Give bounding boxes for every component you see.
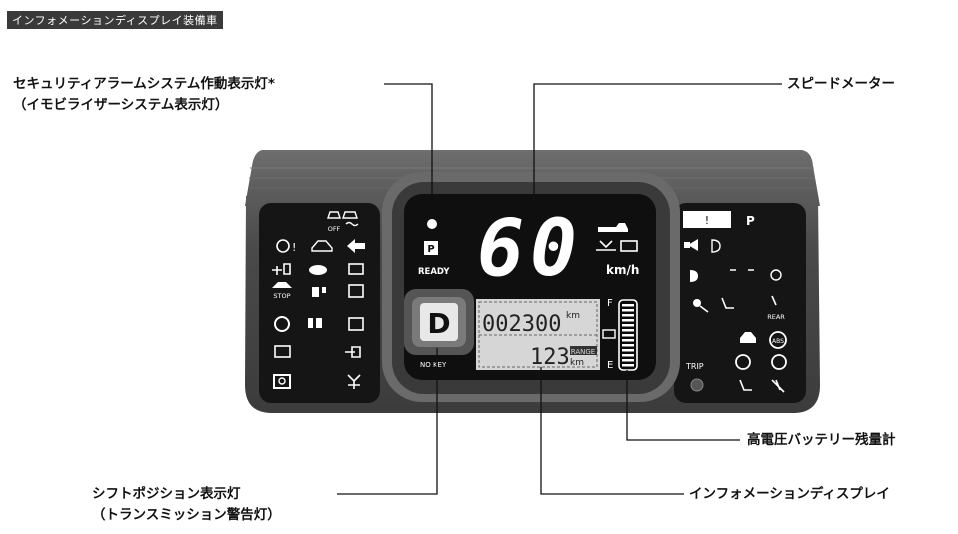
- left-warning-panel: OFF ! STOP: [272, 211, 365, 389]
- vsc-off-icon: OFF: [327, 211, 341, 233]
- brake-system-icon: [771, 354, 787, 370]
- security-indicator-light: [427, 219, 437, 229]
- speed-readout: 60: [477, 204, 583, 294]
- odometer-unit: km: [566, 311, 580, 321]
- callout-shift-line2: （トランスミッション警告灯）: [92, 507, 281, 523]
- callout-info-display: インフォメーションディスプレイ: [689, 486, 890, 502]
- range-label: RANGE: [571, 348, 595, 356]
- gauge-battery-icon: [602, 329, 616, 339]
- vehicle-icon: [740, 332, 756, 343]
- pre-collision-icon: [598, 223, 628, 232]
- right-warning-panel: ! P REAR ABS TRIP: [683, 211, 787, 393]
- svg-text:ABS: ABS: [772, 338, 784, 345]
- trip-label: TRIP: [685, 362, 704, 371]
- gauge-empty-label: E: [607, 360, 613, 371]
- door-open-icon: [312, 287, 326, 297]
- fuel-icon: [272, 263, 291, 275]
- headlight-icon: [711, 239, 721, 253]
- battery-charge-icon: [620, 240, 638, 252]
- shift-position-indicator: D: [404, 289, 474, 355]
- eco-drive-icon: [347, 374, 361, 389]
- brake-warning-icon: [735, 354, 751, 370]
- hv-system-icon: [348, 284, 364, 298]
- svg-text:OFF: OFF: [328, 225, 341, 233]
- high-beam-icon: [690, 270, 698, 282]
- trip-knob[interactable]: [690, 378, 704, 392]
- seatbelt-rear-icon: REAR: [767, 295, 785, 321]
- callout-speedometer: スピードメーター: [787, 76, 895, 92]
- svg-text:STOP: STOP: [273, 292, 290, 300]
- lane-assist-icon: [596, 240, 616, 251]
- range-unit: km: [570, 358, 584, 368]
- ready-indicator: READY: [418, 267, 450, 277]
- passenger-airbag-off-icon: [771, 379, 785, 393]
- parking-brake-icon: P: [424, 241, 438, 255]
- svg-text:D: D: [427, 307, 450, 340]
- svg-text:!: !: [705, 214, 709, 227]
- battery-gauge: F E: [602, 298, 638, 371]
- leader-lines: [337, 83, 782, 495]
- plug-in-icon: [345, 346, 361, 358]
- airbag-icon: [693, 299, 701, 307]
- callout-battery-gauge: 高電圧バッテリー残量計: [747, 432, 896, 448]
- seatbelt-front-icon: [721, 297, 734, 309]
- header-tag: インフォメーションディスプレイ装備車: [7, 11, 223, 29]
- range-readout: 123: [530, 345, 570, 370]
- battery-temp-icon: [348, 317, 364, 331]
- brake-hold-icon: !: [276, 239, 296, 254]
- nokey-indicator: NO KEY: [420, 361, 447, 369]
- svg-text:!: !: [292, 241, 296, 254]
- master-warning-icon: [683, 211, 731, 228]
- tpms-icon: [274, 345, 291, 358]
- camera-icon: [273, 374, 291, 389]
- svg-text:REAR: REAR: [767, 313, 785, 321]
- gauge-full-label: F: [607, 298, 613, 309]
- master-warning-car-icon: [311, 240, 333, 252]
- callout-security-line2: （イモビライザーシステム表示灯）: [13, 97, 229, 113]
- eco-mode-turtle-icon: [309, 265, 327, 275]
- turn-right-icon: [684, 239, 698, 251]
- callout-shift-line1: シフトポジション表示灯: [92, 486, 241, 502]
- turn-left-icon: [347, 239, 365, 253]
- parking-assist-icon: P: [746, 214, 755, 228]
- svg-text:P: P: [427, 244, 434, 255]
- seatbelt-icon: [308, 318, 322, 328]
- speed-unit: km/h: [606, 263, 639, 277]
- passenger-seatbelt-icon: [739, 379, 752, 391]
- callout-security-line1: セキュリティアラームシステム作動表示灯*: [13, 76, 275, 92]
- charge-warning-icon: [348, 263, 364, 275]
- info-display-lcd: 002300 km 123 RANGE km: [476, 299, 600, 370]
- auto-high-beam-icon: [770, 269, 782, 281]
- odometer-readout: 002300: [482, 312, 561, 337]
- cluster-body: [245, 150, 820, 413]
- abs-icon: ABS: [769, 331, 787, 349]
- stop-icon: STOP: [272, 282, 292, 300]
- malfunction-icon: [274, 316, 290, 332]
- slip-indicator-icon: [342, 211, 359, 227]
